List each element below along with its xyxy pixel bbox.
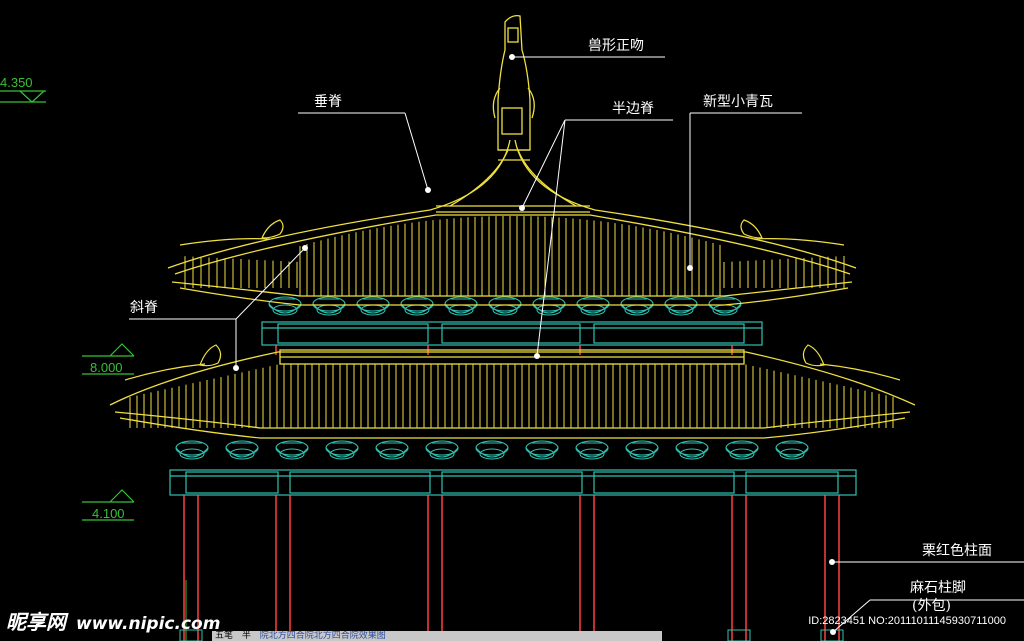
bracket-set: [356, 296, 390, 316]
bracket-set: [425, 440, 459, 460]
bracket-set: [575, 440, 609, 460]
watermark-brand: 昵享网: [6, 610, 66, 634]
bracket-set: [400, 296, 434, 316]
image-id: ID:2823451 NO:20111011145930711000: [808, 615, 1006, 627]
bracket-set: [675, 440, 709, 460]
bracket-set: [275, 440, 309, 460]
upper-roof: [167, 139, 857, 306]
label-new-small-tile: 新型小青瓦: [703, 94, 773, 110]
elevation-middle: 8.000: [90, 360, 123, 375]
watermark-url: www.nipic.com: [76, 614, 221, 634]
bracket-set: [225, 440, 259, 460]
lower-beam: [169, 469, 857, 496]
elevation-top: 4.350: [0, 75, 33, 90]
bracket-set: [775, 440, 809, 460]
bracket-set: [375, 440, 409, 460]
taskbar-half[interactable]: 半: [241, 631, 251, 641]
label-column-color: 栗红色柱面: [922, 542, 992, 559]
taskbar: 五笔 半 院北方四合院北方四合院效果图: [212, 631, 662, 641]
ridge-ornament: [492, 14, 535, 161]
label-ridge-ornament: 兽形正吻: [588, 38, 644, 54]
bracket-set: [725, 440, 759, 460]
bracket-set: [488, 296, 522, 316]
upper-beam: [261, 321, 763, 346]
bracket-sets-lower: [175, 440, 809, 460]
bracket-set: [175, 440, 209, 460]
leader-dots: [233, 54, 836, 635]
bracket-set: [312, 296, 346, 316]
taskbar-ime[interactable]: 五笔: [215, 631, 234, 641]
bracket-set: [268, 296, 302, 316]
lower-roof: [109, 349, 916, 439]
bracket-set: [325, 440, 359, 460]
eave-beasts: [124, 219, 901, 381]
leader-lines: [129, 56, 1024, 633]
columns: [183, 345, 840, 641]
bracket-set: [475, 440, 509, 460]
watermark: 昵享网 www.nipic.com: [6, 606, 220, 635]
bracket-set: [625, 440, 659, 460]
label-diagonal-ridge: 斜脊: [130, 300, 158, 316]
label-half-side-ridge: 半边脊: [612, 101, 654, 117]
bracket-set: [620, 296, 654, 316]
label-column-base: 麻石柱脚: [910, 580, 966, 596]
bracket-set: [532, 296, 566, 316]
bracket-sets-upper: [268, 296, 742, 316]
bracket-set: [664, 296, 698, 316]
bracket-set: [576, 296, 610, 316]
taskbar-title[interactable]: 院北方四合院北方四合院效果图: [259, 631, 386, 641]
elevation-bottom: 4.100: [92, 506, 125, 521]
elevation-marks: [0, 90, 135, 521]
bracket-set: [444, 296, 478, 316]
bracket-set: [525, 440, 559, 460]
label-hanging-ridge: 垂脊: [314, 94, 342, 110]
lower-roof-tiles: [129, 364, 894, 428]
label-column-base-note: (外包): [912, 598, 951, 614]
upper-roof-tiles: [184, 216, 845, 296]
bracket-set: [708, 296, 742, 316]
